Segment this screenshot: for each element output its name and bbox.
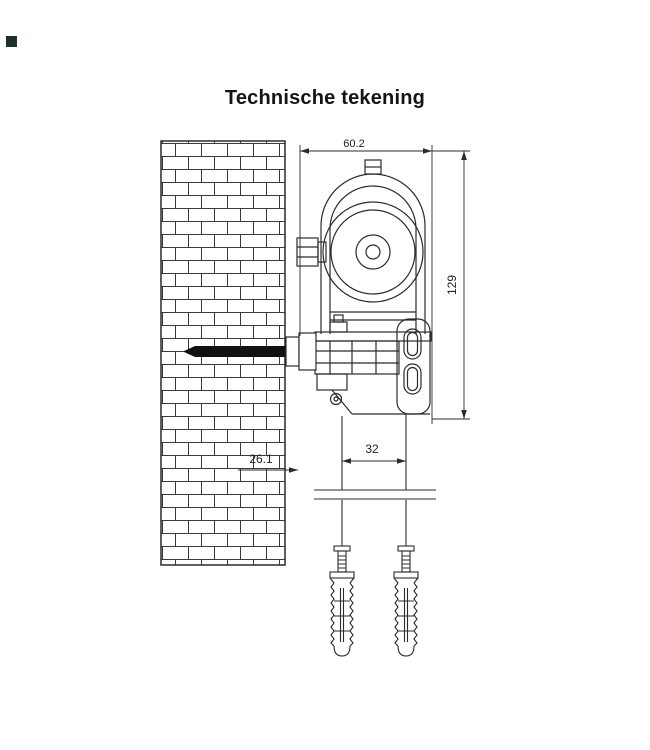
dimension-top-width: 60.2 xyxy=(299,138,470,424)
wall-bolt-shaft xyxy=(195,346,287,357)
wall-bolt-collar xyxy=(298,332,317,371)
arrow-top xyxy=(461,151,467,160)
dimension-right-height: 129 xyxy=(432,151,470,420)
dim-label-right-height: 129 xyxy=(445,275,459,295)
arrow-spacing-right xyxy=(397,458,406,464)
wheel-outer-rim xyxy=(322,201,424,303)
wheel-inner-rim xyxy=(330,209,416,295)
arrow-spacing-left xyxy=(342,458,351,464)
slot-lower xyxy=(403,363,422,395)
wheel-hub xyxy=(355,234,391,270)
axle-washer xyxy=(317,241,327,263)
roller-yoke xyxy=(320,159,426,334)
wall-bolt-sleeve xyxy=(285,336,300,367)
roller-wheel xyxy=(322,201,424,303)
dimension-bolt-spacing: 32 xyxy=(342,442,406,464)
slotted-plate xyxy=(396,318,431,415)
corner-mark xyxy=(6,36,17,47)
hanger-rods xyxy=(341,414,407,546)
slot-upper xyxy=(403,328,422,360)
bracket-bolt xyxy=(329,392,343,406)
wall-anchor-left xyxy=(329,545,355,657)
wall-anchor-right xyxy=(393,545,419,657)
arrow-left xyxy=(300,148,309,154)
bracket-bolt-tip xyxy=(333,314,344,323)
axle-bar xyxy=(330,311,416,321)
wall-bolt xyxy=(183,332,317,371)
arrow-bottom xyxy=(461,410,467,419)
mounting-bracket xyxy=(314,314,432,415)
roller-assembly xyxy=(296,159,426,334)
bracket-nut xyxy=(329,321,348,333)
arrow-offset xyxy=(289,467,298,473)
dim-label-wall-offset: 26.1 xyxy=(249,452,273,466)
dimension-wall-offset: 26.1 xyxy=(238,452,298,473)
wheel-axle-center xyxy=(365,244,381,260)
bracket-step xyxy=(316,373,348,391)
arrow-right xyxy=(423,148,432,154)
page-title: Technische tekening xyxy=(224,87,426,109)
clamp-rod-lines xyxy=(315,350,399,364)
break-lines xyxy=(314,489,436,500)
bracket-clamp-body xyxy=(314,340,400,375)
wall-bolt-tip xyxy=(183,346,195,357)
axle-bolt xyxy=(296,237,327,267)
dim-label-top-width: 60.2 xyxy=(343,138,364,150)
bracket-top-plate xyxy=(314,331,432,342)
dim-label-bolt-spacing: 32 xyxy=(365,442,379,456)
